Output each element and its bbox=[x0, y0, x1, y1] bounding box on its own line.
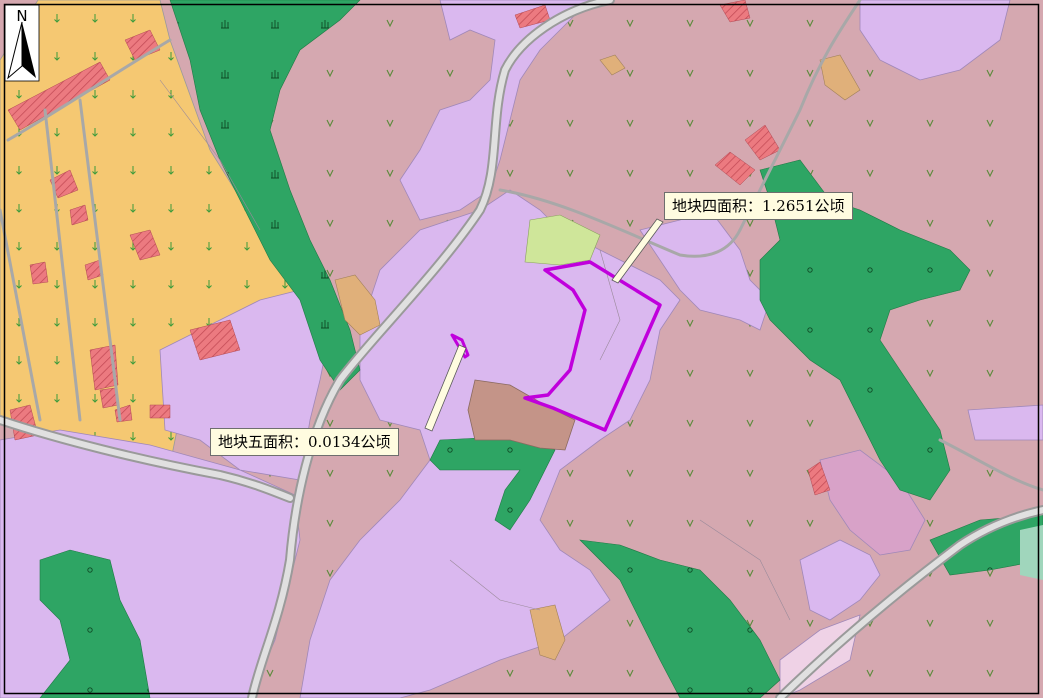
buildings bbox=[7, 0, 831, 496]
parcel-5-area-label: 地块五面积：0.0134公顷 bbox=[210, 428, 399, 456]
parcel-4-outline[interactable] bbox=[523, 260, 662, 432]
woodland bbox=[39, 0, 1043, 698]
callout-5-leader bbox=[424, 344, 467, 432]
garden-land bbox=[819, 449, 926, 556]
grassland bbox=[524, 214, 601, 266]
map-frame bbox=[3, 3, 1040, 695]
north-arrow-icon bbox=[4, 4, 40, 82]
orchard-land bbox=[334, 54, 861, 661]
parcel-4-area-label: 地块四面积：1.2651公顷 bbox=[664, 192, 853, 220]
wetland bbox=[1020, 525, 1043, 580]
construction-land bbox=[467, 379, 576, 451]
callout-4-leader bbox=[611, 218, 664, 284]
north-arrow-label: N bbox=[16, 7, 27, 25]
